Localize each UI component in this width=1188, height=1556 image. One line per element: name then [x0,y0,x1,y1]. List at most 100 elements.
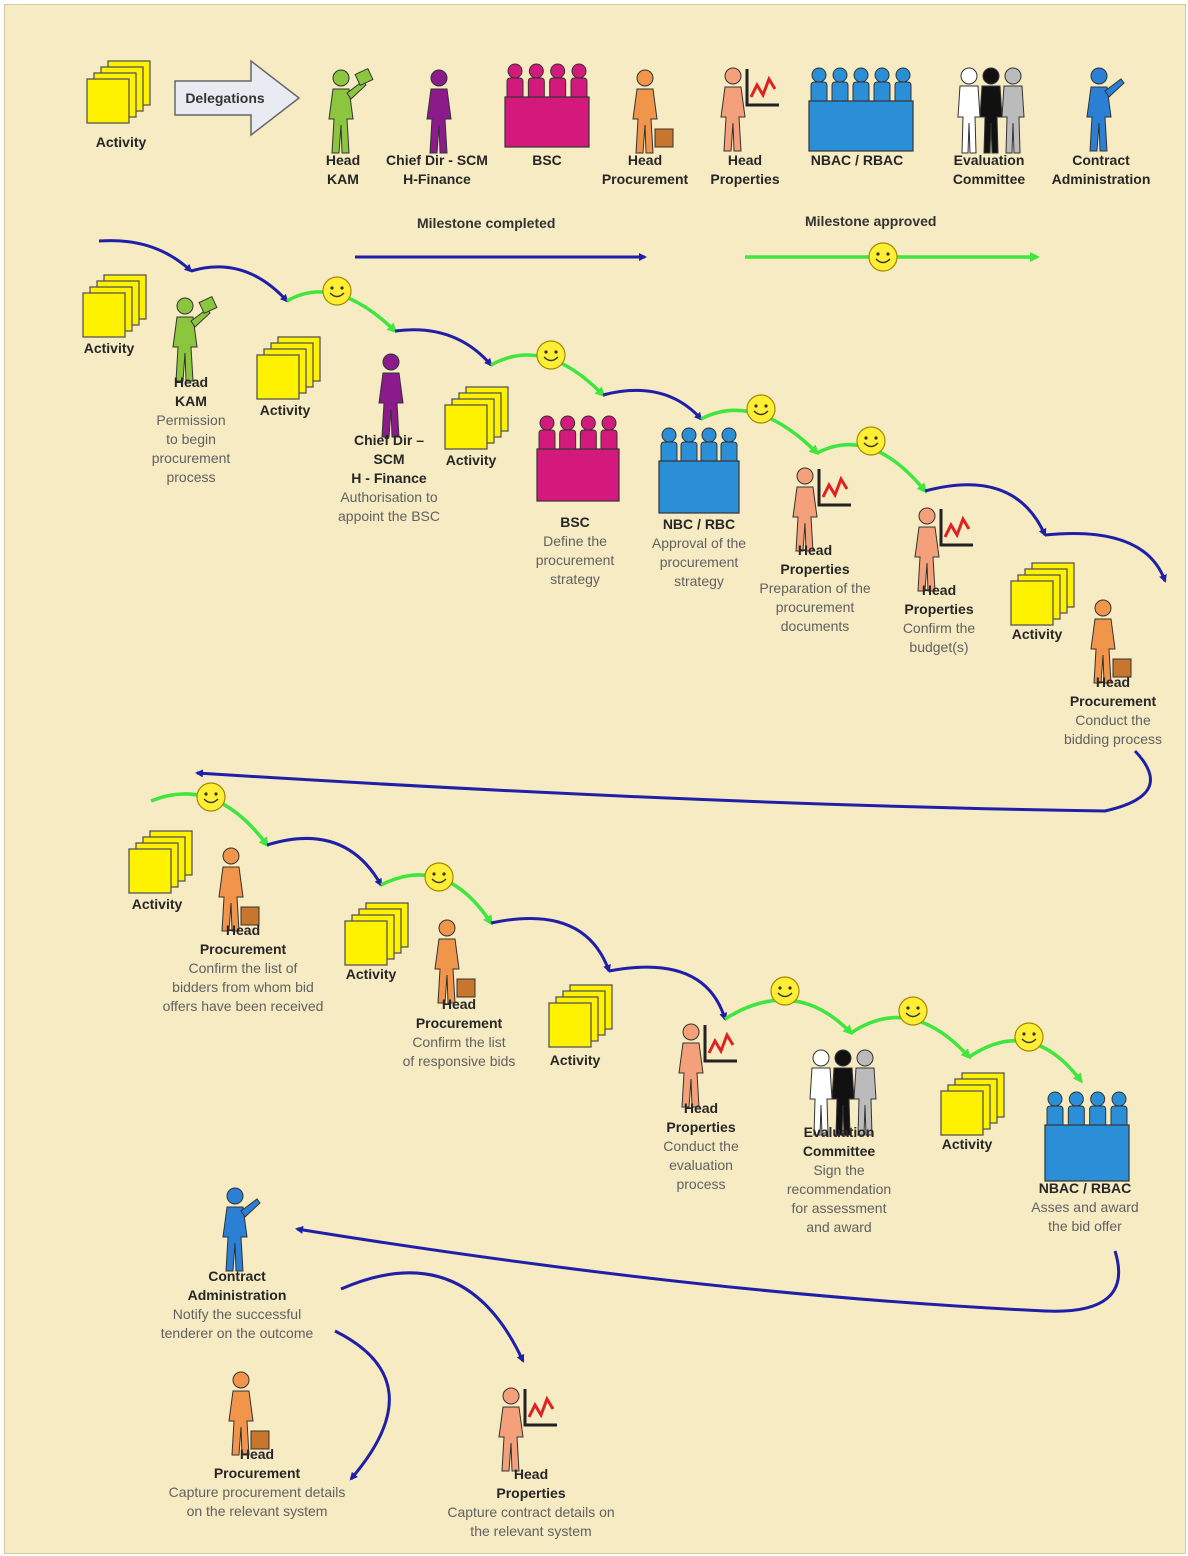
head-procurement-icon [632,69,674,154]
smiley-icon [746,394,776,424]
documents-icon [82,274,147,338]
smiley-icon [868,242,898,272]
documents-icon [444,386,509,450]
milestone-completed-arrow [340,1271,525,1363]
milestone-completed-arrow [266,837,383,887]
documents-icon [1010,562,1075,626]
nbac-rbac-icon [808,67,914,152]
head-properties-icon [792,467,851,552]
smiley-icon [898,996,928,1026]
step-title: Activity [941,1136,993,1152]
smiley-icon [1014,1022,1044,1052]
step-label: Activity [550,1051,601,1070]
step-label: Activity [1012,625,1063,644]
legend-role: NBAC / RBAC [811,151,904,170]
step-title: Activity [445,452,497,468]
milestone-completed-arrow [608,965,728,1021]
chief-dir-icon [378,353,404,438]
step-title: NBC / RBC [662,516,736,532]
head-procurement-icon [228,1371,270,1456]
step-title: Activity [83,340,135,356]
documents-icon [86,60,151,124]
milestone-completed-arrow [295,1226,1121,1313]
head-procurement-icon [1090,599,1132,684]
smiley-icon [536,340,566,370]
step-label: Activity [446,451,497,470]
step-label: Activity [132,895,183,914]
documents-icon [256,336,321,400]
step-title: Activity [131,896,183,912]
smiley-icon [424,862,454,892]
smiley-icon [856,426,886,456]
step-title: NBAC / RBAC [810,152,904,168]
smiley-icon [322,276,352,306]
milestone-completed-arrow [190,265,289,303]
head-properties-icon [678,1023,737,1108]
smiley-icon [770,976,800,1006]
step-title: BSC [560,514,590,530]
milestone-completed-arrow [394,328,493,367]
smiley-icon [196,782,226,812]
chief-dir-icon [426,69,452,154]
step-title: BSC [532,152,562,168]
delegations-label: Delegations [185,90,265,106]
step-title: NBAC / RBAC [1038,1180,1132,1196]
head-kam-icon [172,295,218,382]
step-label: Activity [260,401,311,420]
bsc-icon [504,63,590,148]
milestone-completed-arrow [602,388,703,421]
milestone-completed-arrow [490,916,611,973]
documents-icon [128,830,193,894]
legend-activity: Activity [96,133,147,152]
bsc-icon [536,415,620,502]
head-procurement-icon [218,847,260,932]
milestone-completed-arrow [334,1329,391,1481]
arrow-icon: Delegations [174,59,301,137]
milestone-completed-arrow [195,749,1152,813]
head-properties-icon [720,67,779,152]
